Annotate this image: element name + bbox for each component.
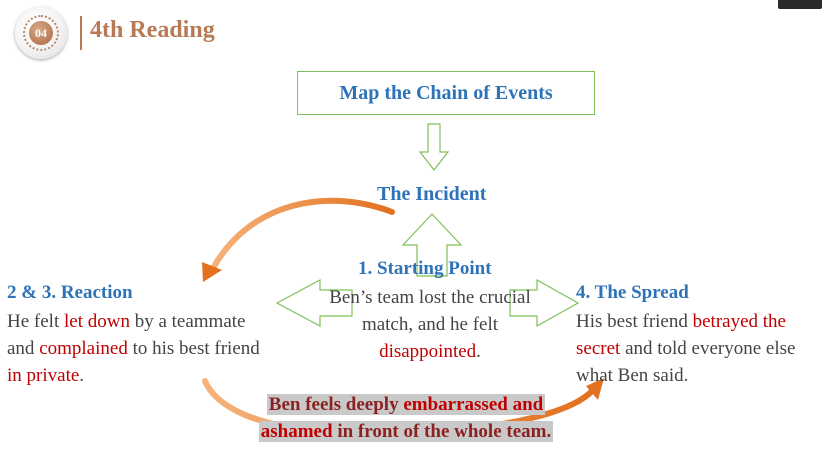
starting-point-line-2: match, and he felt [361, 314, 499, 335]
curved-arrow-top [209, 197, 395, 273]
text-segment: by a teammate [129, 311, 246, 332]
incident-heading: The Incident [377, 183, 487, 205]
text-segment: His best friend [576, 311, 693, 332]
reaction-line-3: in private. [7, 362, 317, 389]
emphasis-secret: secret [576, 338, 621, 359]
page-title: 4th Reading [90, 17, 215, 43]
emphasis-embarrassed: embarrassed and [403, 394, 544, 415]
spread-text: His best friend betrayed the secret and … [576, 308, 826, 389]
down-arrow [418, 123, 450, 171]
reaction-text: He felt let down by a teammate and compl… [7, 308, 317, 389]
spread-line-2: secret and told everyone else [576, 335, 826, 362]
chain-title-box: Map the Chain of Events [297, 71, 595, 115]
spread-line-1: His best friend betrayed the [576, 308, 826, 335]
reaction-line-2: and complained to his best friend [7, 335, 317, 362]
starting-point-line-1: Ben’s team lost the crucial [329, 287, 531, 308]
spread-heading: 4. The Spread [576, 282, 689, 303]
section-badge-ring [23, 15, 59, 51]
header-divider [80, 16, 82, 50]
emphasis-complained: complained [39, 338, 128, 359]
starting-point-text: Ben’s team lost the crucial match, and h… [312, 284, 548, 365]
reaction-heading: 2 & 3. Reaction [7, 282, 133, 303]
text-segment: to his best friend [127, 338, 260, 359]
text-segment: Ben feels deeply [268, 394, 404, 415]
starting-point-heading: 1. Starting Point [358, 258, 492, 279]
text-segment: in front of the whole team. [332, 421, 552, 442]
spread-line-3: what Ben said. [576, 365, 689, 386]
text-segment: and told everyone else [620, 338, 796, 359]
emphasis-let-down: let down [63, 311, 130, 332]
window-corner-tab [778, 0, 822, 9]
period: . [476, 341, 481, 362]
right-arrow [509, 278, 580, 328]
starting-point-line-3: disappointed. [312, 338, 548, 365]
left-arrow [275, 278, 353, 328]
emphasis-ashamed: ashamed [260, 421, 333, 442]
conclusion-text: Ben feels deeply embarrassed and ashamed… [246, 391, 566, 445]
reaction-line-1: He felt let down by a teammate [7, 308, 317, 335]
emphasis-in-private: in private [7, 365, 80, 386]
emphasis-betrayed: betrayed the [692, 311, 786, 332]
up-arrow [401, 213, 463, 277]
conclusion-line-1: Ben feels deeply embarrassed and [246, 391, 566, 418]
conclusion-line-2: ashamed in front of the whole team. [246, 418, 566, 445]
section-number: 04 [29, 21, 53, 45]
emphasis-disappointed: disappointed [379, 341, 477, 362]
period: . [79, 365, 85, 386]
text-segment: and [7, 338, 40, 359]
text-segment: He felt [7, 311, 64, 332]
